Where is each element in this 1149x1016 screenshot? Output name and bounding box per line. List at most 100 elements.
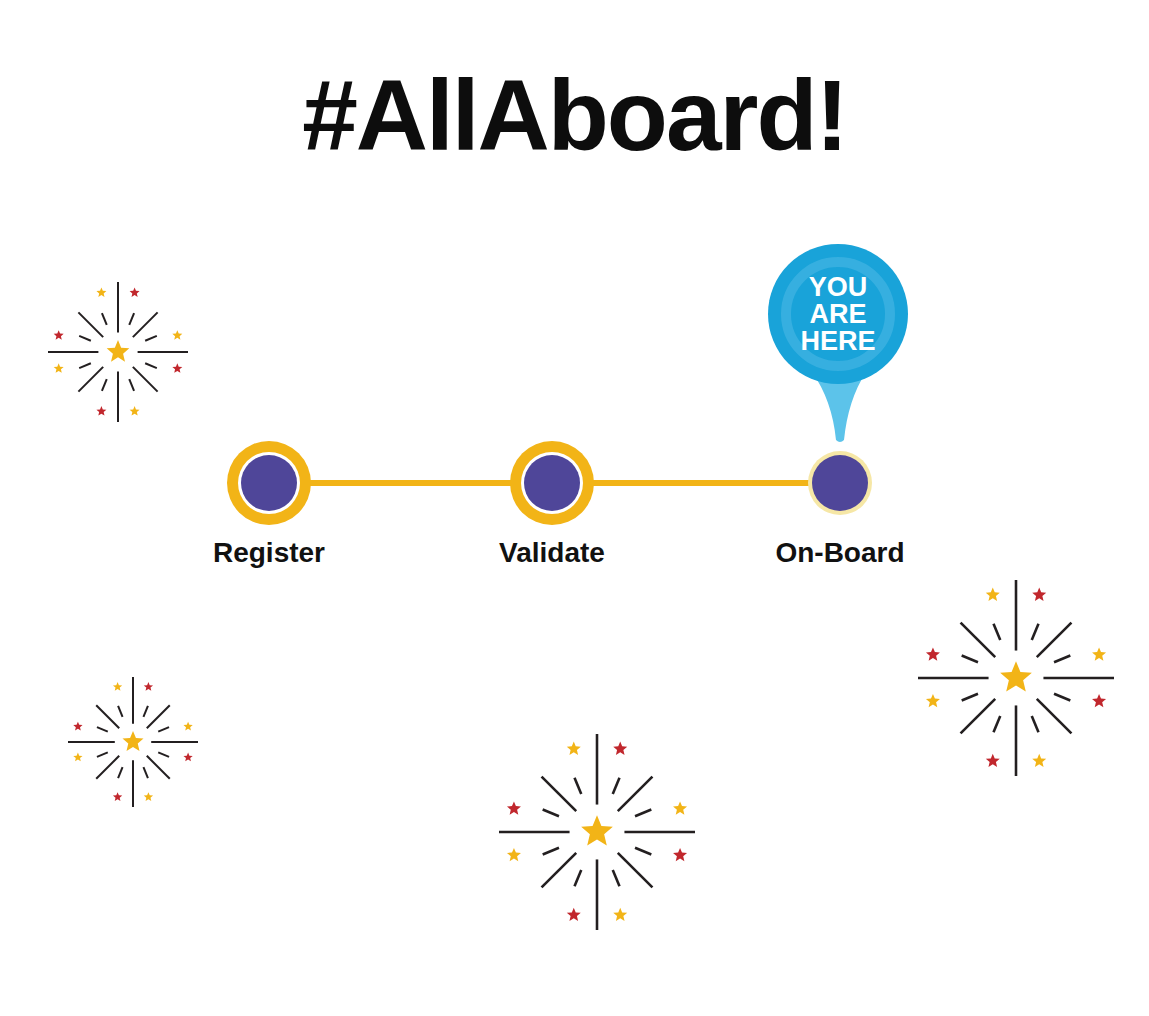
firework-ray (596, 859, 599, 930)
firework-ray (574, 870, 581, 886)
firework-center-star (107, 340, 130, 362)
step-node: Validate (495, 439, 609, 569)
firework-star (1032, 754, 1046, 767)
firework-ray (1015, 580, 1018, 651)
firework-ray (961, 699, 996, 734)
firework-star (54, 330, 64, 339)
firework-ray (138, 351, 188, 353)
firework (499, 734, 695, 930)
firework-ray (117, 282, 119, 332)
step-label: Validate (495, 537, 609, 569)
firework-star (926, 694, 940, 707)
firework-ray (542, 777, 577, 812)
firework-ray (96, 705, 119, 728)
firework-ray (132, 760, 134, 807)
step-circle (796, 439, 884, 527)
firework-ray (48, 351, 98, 353)
firework-star (54, 363, 64, 372)
firework-star (1032, 588, 1046, 601)
firework-ray (993, 624, 1000, 640)
firework-star (986, 754, 1000, 767)
firework-star (96, 406, 106, 415)
step-circle (508, 439, 596, 527)
firework-star (673, 801, 687, 814)
firework-ray (158, 752, 169, 756)
firework-star (172, 363, 182, 372)
firework-star (926, 647, 940, 660)
title: #AllAboard! (0, 58, 1149, 173)
step-node: On-Board (771, 439, 908, 569)
firework-ray (117, 372, 119, 422)
step-label: Register (209, 537, 329, 569)
firework-ray (145, 363, 157, 368)
firework-ray (624, 831, 695, 834)
firework-ray (78, 367, 103, 392)
firework-ray (543, 848, 559, 855)
firework-ray (1032, 716, 1039, 732)
firework-star (113, 792, 122, 801)
firework (68, 677, 198, 807)
firework-ray (574, 778, 581, 794)
firework-center-star (1000, 661, 1032, 691)
firework-star (144, 792, 153, 801)
firework-star (144, 682, 153, 691)
firework-ray (78, 312, 103, 337)
firework-center-star (581, 815, 613, 845)
firework-star (73, 722, 82, 731)
firework-star (183, 722, 192, 731)
firework-ray (158, 727, 169, 731)
firework-star (613, 742, 627, 755)
firework-star (986, 588, 1000, 601)
firework-star (507, 801, 521, 814)
firework-ray (962, 694, 978, 701)
firework-ray (118, 767, 122, 778)
firework-star (73, 753, 82, 762)
firework-ray (143, 706, 147, 717)
firework-ray (499, 831, 570, 834)
firework-ray (147, 705, 170, 728)
firework-ray (1054, 694, 1070, 701)
firework-center-star (122, 731, 143, 751)
firework-ray (1043, 677, 1114, 680)
firework-ray (993, 716, 1000, 732)
firework-ray (133, 312, 158, 337)
step-node: Register (209, 439, 329, 569)
pin-head (768, 244, 908, 384)
firework-ray (961, 623, 996, 658)
firework-star (507, 848, 521, 861)
pin-label: YOU ARE HERE (796, 274, 880, 355)
location-pin (768, 244, 908, 442)
firework-star (1092, 694, 1106, 707)
firework-ray (118, 706, 122, 717)
firework-ray (129, 379, 134, 391)
firework-ray (102, 313, 107, 325)
firework-star (567, 742, 581, 755)
firework-star (673, 848, 687, 861)
firework-star (172, 330, 182, 339)
firework (48, 282, 188, 422)
firework-ray (918, 677, 989, 680)
firework-ray (79, 363, 91, 368)
firework-ray (143, 767, 147, 778)
firework-ray (1037, 623, 1072, 658)
firework-star (613, 908, 627, 921)
firework-ray (618, 853, 653, 888)
firework-ray (542, 853, 577, 888)
firework-star (113, 682, 122, 691)
firework (918, 580, 1114, 776)
firework-ray (596, 734, 599, 805)
step-connector (309, 480, 512, 486)
firework-ray (618, 777, 653, 812)
firework-ray (635, 809, 651, 816)
firework-ray (133, 367, 158, 392)
firework-ray (132, 677, 134, 724)
firework-ray (1037, 699, 1072, 734)
step-connector (592, 480, 809, 486)
firework-ray (79, 336, 91, 341)
firework-ray (613, 778, 620, 794)
firework-ray (635, 848, 651, 855)
firework-ray (68, 741, 115, 743)
firework-ray (1054, 655, 1070, 662)
firework-star (183, 753, 192, 762)
firework-star (130, 406, 140, 415)
